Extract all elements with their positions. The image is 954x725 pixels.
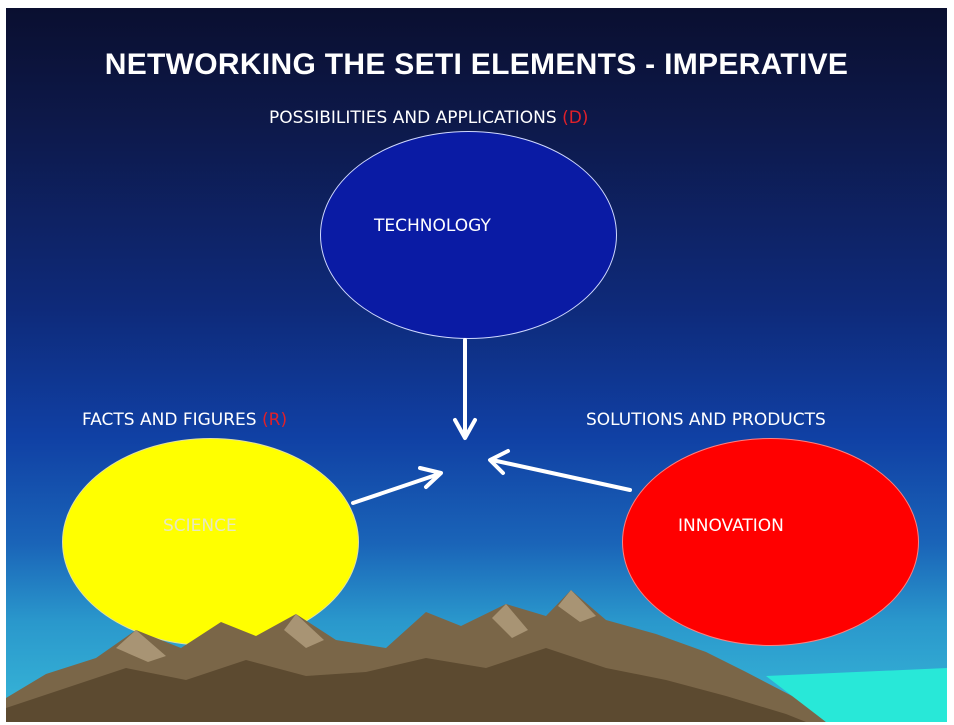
mountain-highlight-3 [492, 604, 528, 638]
caption-solutions: SOLUTIONS AND PRODUCTS [586, 410, 826, 430]
arrowhead-science [418, 466, 443, 489]
mountain-highlight-2 [284, 614, 324, 648]
mountain-range [6, 590, 947, 722]
caption-possibilities-tag: (D) [562, 108, 589, 128]
arrowhead-innovation [488, 449, 510, 475]
mountain-highlight-4 [558, 590, 596, 622]
technology-label: TECHNOLOGY [374, 216, 491, 236]
caption-facts-text: FACTS AND FIGURES [82, 410, 262, 430]
innovation-ellipse [622, 438, 919, 646]
caption-facts: FACTS AND FIGURES (R) [82, 410, 287, 430]
mountain-front [6, 648, 806, 722]
caption-solutions-text: SOLUTIONS AND PRODUCTS [586, 410, 826, 430]
slide: NETWORKING THE SETI ELEMENTS - IMPERATIV… [6, 8, 947, 722]
arrow-science-to-center [351, 472, 441, 505]
diagram-overlay [6, 338, 947, 722]
caption-facts-tag: (R) [262, 410, 288, 430]
arrow-innovation-to-center [490, 458, 632, 492]
slide-title: NETWORKING THE SETI ELEMENTS - IMPERATIV… [104, 48, 849, 81]
science-ellipse [62, 438, 359, 646]
caption-possibilities-text: POSSIBILITIES AND APPLICATIONS [269, 108, 563, 128]
sea [766, 668, 947, 722]
arrowhead-technology [453, 418, 477, 440]
technology-ellipse [320, 131, 617, 339]
innovation-label: INNOVATION [678, 516, 784, 536]
caption-possibilities: POSSIBILITIES AND APPLICATIONS (D) [269, 108, 588, 128]
mountain-highlights [116, 630, 166, 662]
science-label: SCIENCE [163, 516, 237, 536]
